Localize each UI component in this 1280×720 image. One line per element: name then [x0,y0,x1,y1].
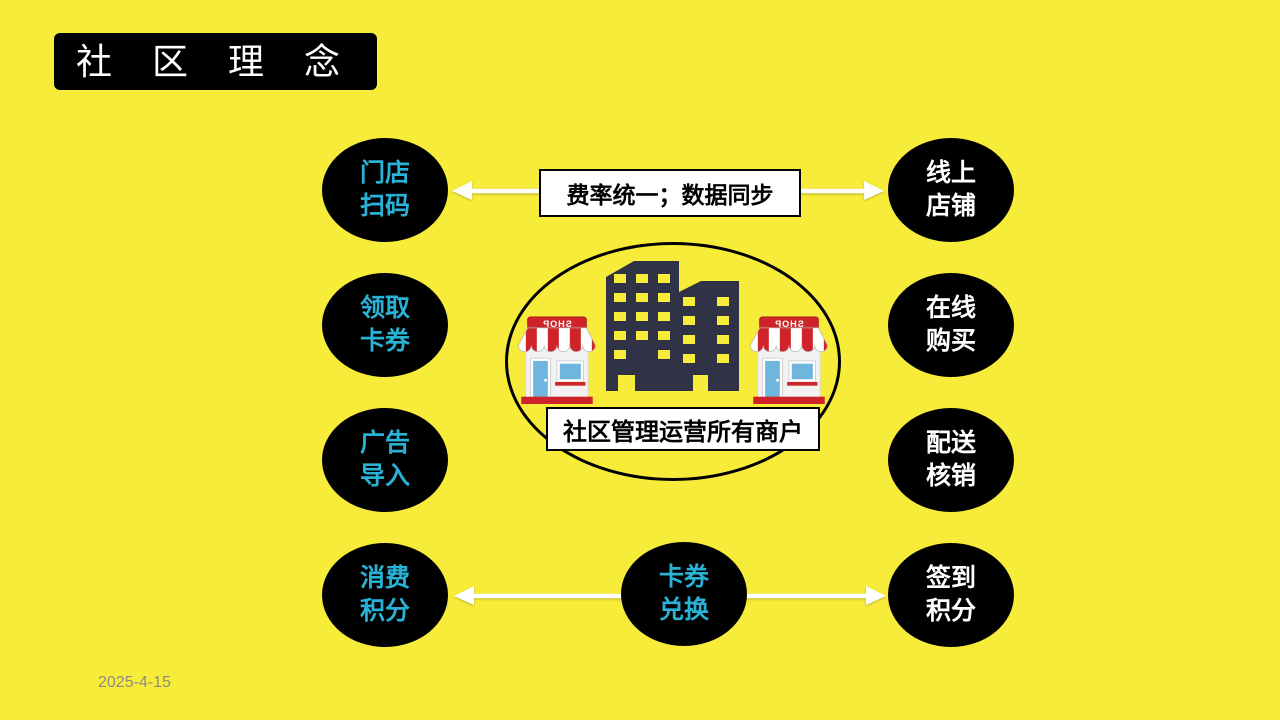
slide-date: 2025-4-15 [98,674,171,691]
node-ad-import: 广告 导入 [322,408,448,512]
slide-title: 社区理念 [76,40,377,82]
shop-store-icon: SHOP [511,316,603,404]
shop-sign-text: SHOP [774,319,804,329]
arrow-banner-to-left [452,181,545,200]
node-online-shop: 线上 店铺 [888,138,1014,242]
node-label: 门店 扫码 [359,159,410,220]
node-label: 消费 积分 [359,564,410,625]
community-hub-ellipse [505,242,841,481]
node-spend-points: 消费 积分 [322,543,448,647]
node-coupon-redeem: 卡券 兑换 [621,542,747,646]
banner-label: 费率统一；数据同步 [566,182,774,208]
shop-store-icon: SHOP [743,316,835,404]
node-claim-coupon: 领取 卡券 [322,273,448,377]
node-label: 在线 购买 [925,294,976,355]
node-label: 领取 卡券 [359,294,410,355]
arrow-banner-to-right [791,181,884,200]
node-store-scan: 门店 扫码 [322,138,448,242]
banner-box: 费率统一；数据同步 [539,169,801,217]
node-online-buy: 在线 购买 [888,273,1014,377]
office-buildings-icon [606,261,739,392]
node-delivery-verify: 配送 核销 [888,408,1014,512]
node-label: 配送 核销 [925,429,976,490]
node-checkin-points: 签到 积分 [888,543,1014,647]
hub-label-box: 社区管理运营所有商户 [546,407,820,451]
slide-title-box: 社区理念 [54,33,377,90]
node-label: 广告 导入 [359,429,410,490]
shop-sign-text: SHOP [542,319,572,329]
node-label: 卡券 兑换 [658,563,709,624]
node-label: 线上 店铺 [925,159,976,220]
hub-label: 社区管理运营所有商户 [563,418,803,446]
node-label: 签到 积分 [925,564,976,625]
